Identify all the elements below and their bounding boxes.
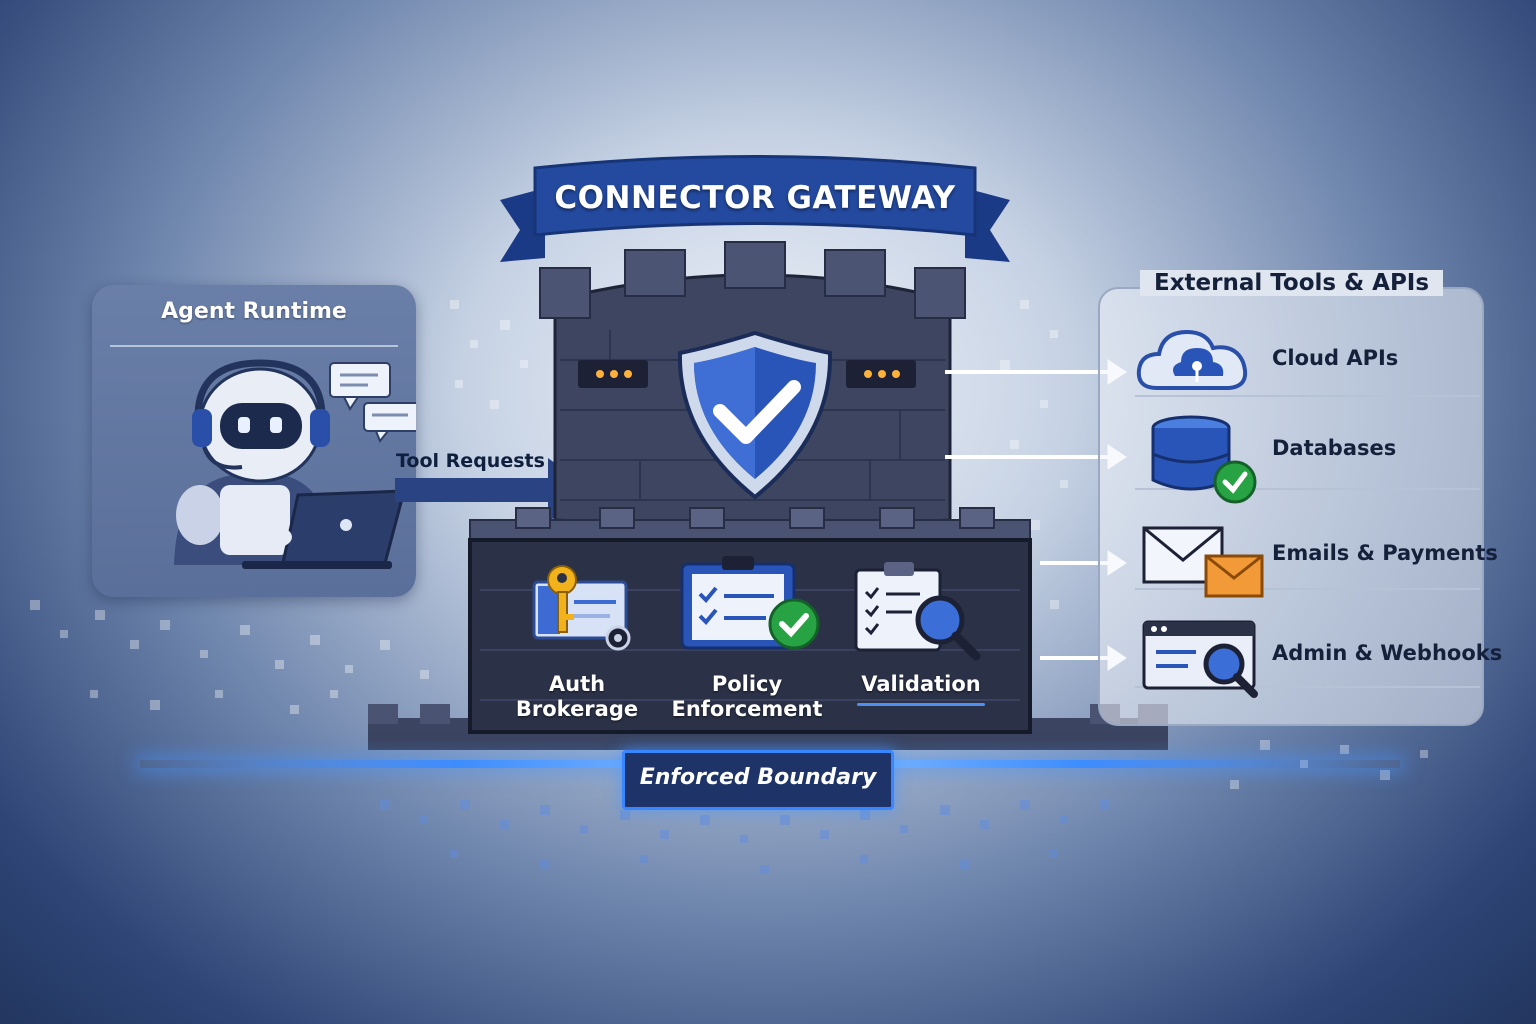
feature-label-line2: Enforcement <box>671 697 823 721</box>
diagram-title: CONNECTOR GATEWAY <box>554 180 956 216</box>
feature-auth-brokerage: Auth Brokerage <box>512 672 642 722</box>
agent-panel-divider <box>110 345 398 347</box>
row-divider <box>1135 395 1480 397</box>
envelope-icon <box>1142 526 1264 598</box>
external-item-databases: Databases <box>1272 436 1397 460</box>
robot-agent-icon <box>174 359 416 569</box>
external-item-admin-webhooks: Admin & Webhooks <box>1272 641 1503 665</box>
validation-underline <box>857 703 985 706</box>
shield-check-icon <box>677 330 833 500</box>
external-tools-title: External Tools & APIs <box>1140 270 1444 296</box>
key-card-icon <box>532 565 631 651</box>
boundary-label: Enforced Boundary <box>639 765 877 790</box>
database-icon <box>1151 415 1257 504</box>
external-item-emails-payments: Emails & Payments <box>1272 541 1498 565</box>
row-divider <box>1135 686 1480 688</box>
row-divider <box>1135 588 1480 590</box>
agent-runtime-title: Agent Runtime <box>161 299 347 324</box>
browser-search-icon <box>1142 620 1258 698</box>
clipboard-check-icon <box>680 556 820 650</box>
feature-label-line2: Brokerage <box>515 697 639 721</box>
boundary-label-box: Enforced Boundary <box>622 750 894 810</box>
feature-label-line1: Policy <box>711 672 783 696</box>
tool-requests-label: Tool Requests <box>396 450 545 472</box>
feature-validation: Validation <box>850 672 992 697</box>
checklist-magnifier-icon <box>854 562 981 661</box>
cloud-icon <box>1136 329 1248 390</box>
external-item-cloud-apis: Cloud APIs <box>1272 346 1399 370</box>
feature-label-line1: Auth <box>548 672 606 696</box>
feature-policy-enforcement: Policy Enforcement <box>668 672 826 722</box>
feature-label-line1: Validation <box>861 672 981 696</box>
row-divider <box>1135 488 1480 490</box>
